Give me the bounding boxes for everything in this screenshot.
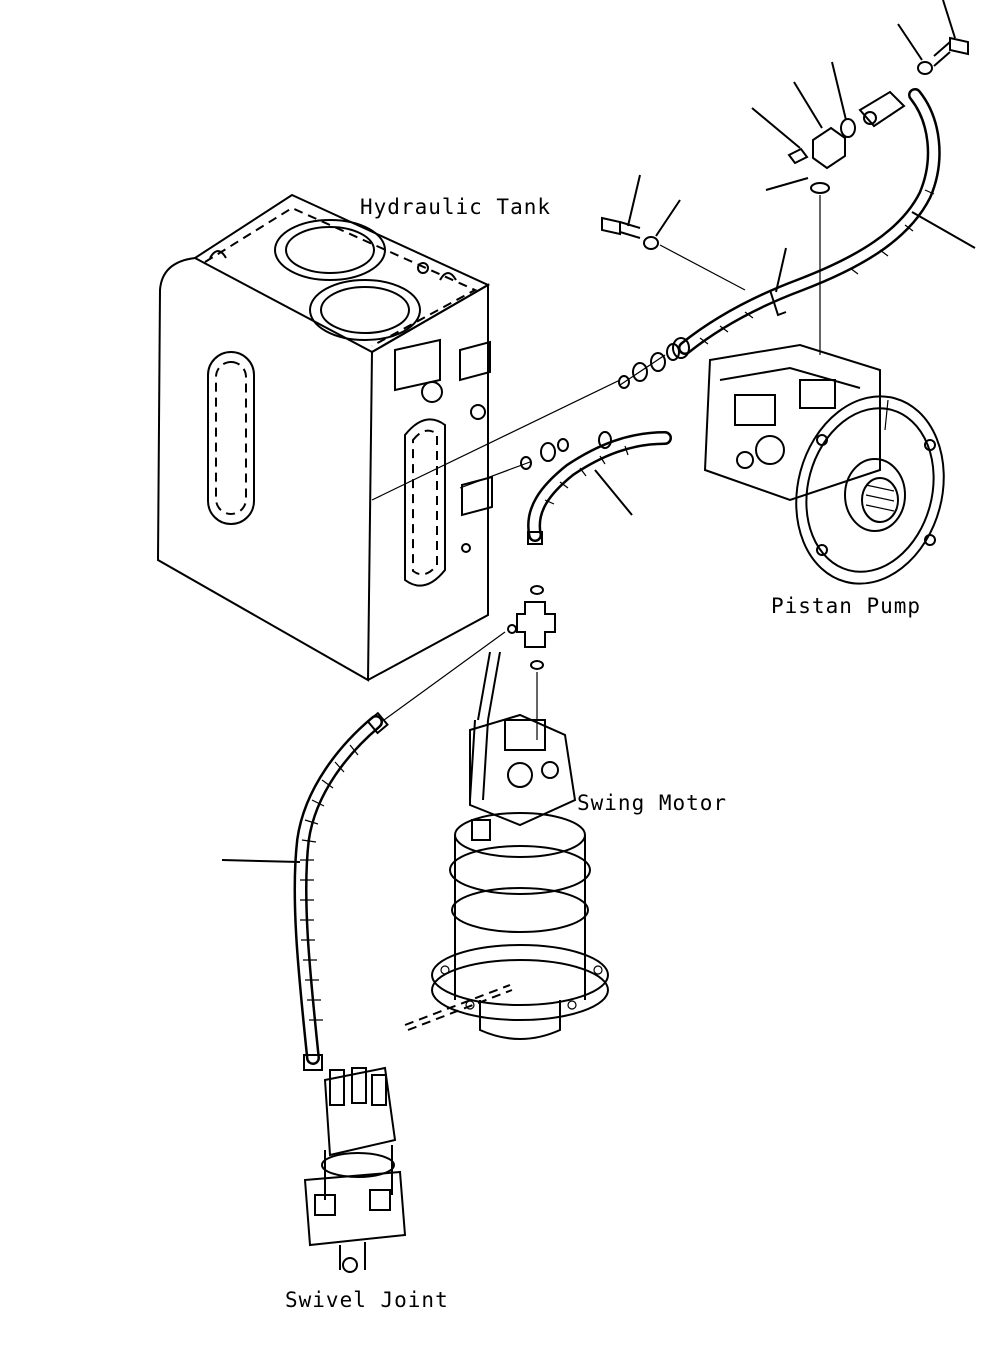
hose-left: [293, 631, 506, 1071]
label-swing-motor: Swing Motor: [577, 791, 727, 815]
leader-lines: [221, 0, 976, 863]
label-piston-pump: Pistan Pump: [771, 594, 921, 618]
suction-hose-top: [371, 36, 969, 501]
label-swivel-joint: Swivel Joint: [285, 1288, 449, 1312]
swivel-joint: [303, 1066, 407, 1273]
hydraulic-tank: [156, 193, 493, 682]
label-hydraulic-tank: Hydraulic Tank: [360, 195, 551, 219]
drain-hose-middle: [459, 431, 672, 740]
piston-pump: [703, 343, 945, 585]
swing-motor: [404, 651, 609, 1040]
